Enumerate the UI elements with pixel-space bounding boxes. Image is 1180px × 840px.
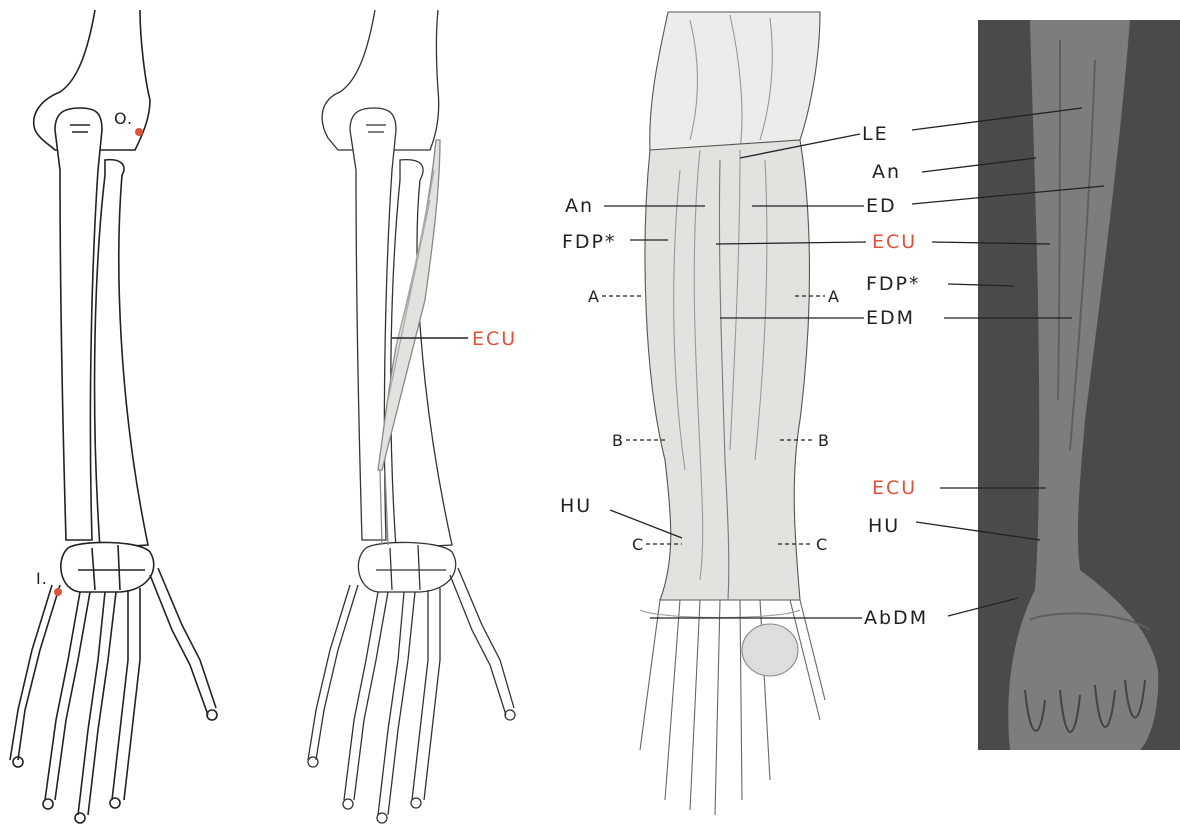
upper-arm-muscles — [650, 12, 820, 154]
ecu-label: ECU — [472, 328, 517, 350]
panel-skeleton-markers: O. I. — [10, 10, 217, 823]
section-b-right: B — [818, 431, 830, 450]
origin-marker — [135, 128, 143, 136]
le-label: LE — [862, 123, 889, 145]
photo-ecu-label: ECU — [872, 477, 917, 499]
digit-5 — [150, 568, 216, 715]
section-a-left: A — [588, 287, 600, 306]
panel-muscles — [640, 12, 825, 815]
radius — [95, 160, 148, 548]
abdm-label: AbDM — [864, 607, 928, 629]
photo-panel — [978, 20, 1180, 750]
panel-skeleton-ecu: ECU — [308, 10, 517, 823]
insertion-marker — [54, 588, 62, 596]
carpals — [358, 542, 455, 592]
forearm-muscles — [645, 140, 809, 600]
an-left-label: An — [565, 195, 594, 217]
carpals — [61, 542, 154, 592]
an-label: An — [872, 161, 901, 183]
section-b-left: B — [612, 431, 624, 450]
fdp-left-label: FDP* — [562, 231, 617, 253]
edm-label: EDM — [866, 307, 915, 329]
section-c-left: C — [632, 535, 644, 554]
ed-label: ED — [866, 195, 897, 217]
origin-label: O. — [114, 109, 133, 128]
hu-left-label: HU — [560, 495, 592, 517]
digit-4 — [112, 588, 140, 800]
ecu-label: ECU — [872, 231, 917, 253]
section-c-right: C — [816, 535, 828, 554]
paw-tendons — [640, 600, 825, 815]
digit-1 — [10, 585, 60, 760]
digits — [308, 568, 514, 815]
photo-hu-label: HU — [868, 515, 900, 537]
ulna — [350, 108, 396, 540]
fdp-label: FDP* — [866, 273, 921, 295]
section-a-right: A — [828, 287, 840, 306]
insertion-label: I. — [36, 569, 48, 588]
